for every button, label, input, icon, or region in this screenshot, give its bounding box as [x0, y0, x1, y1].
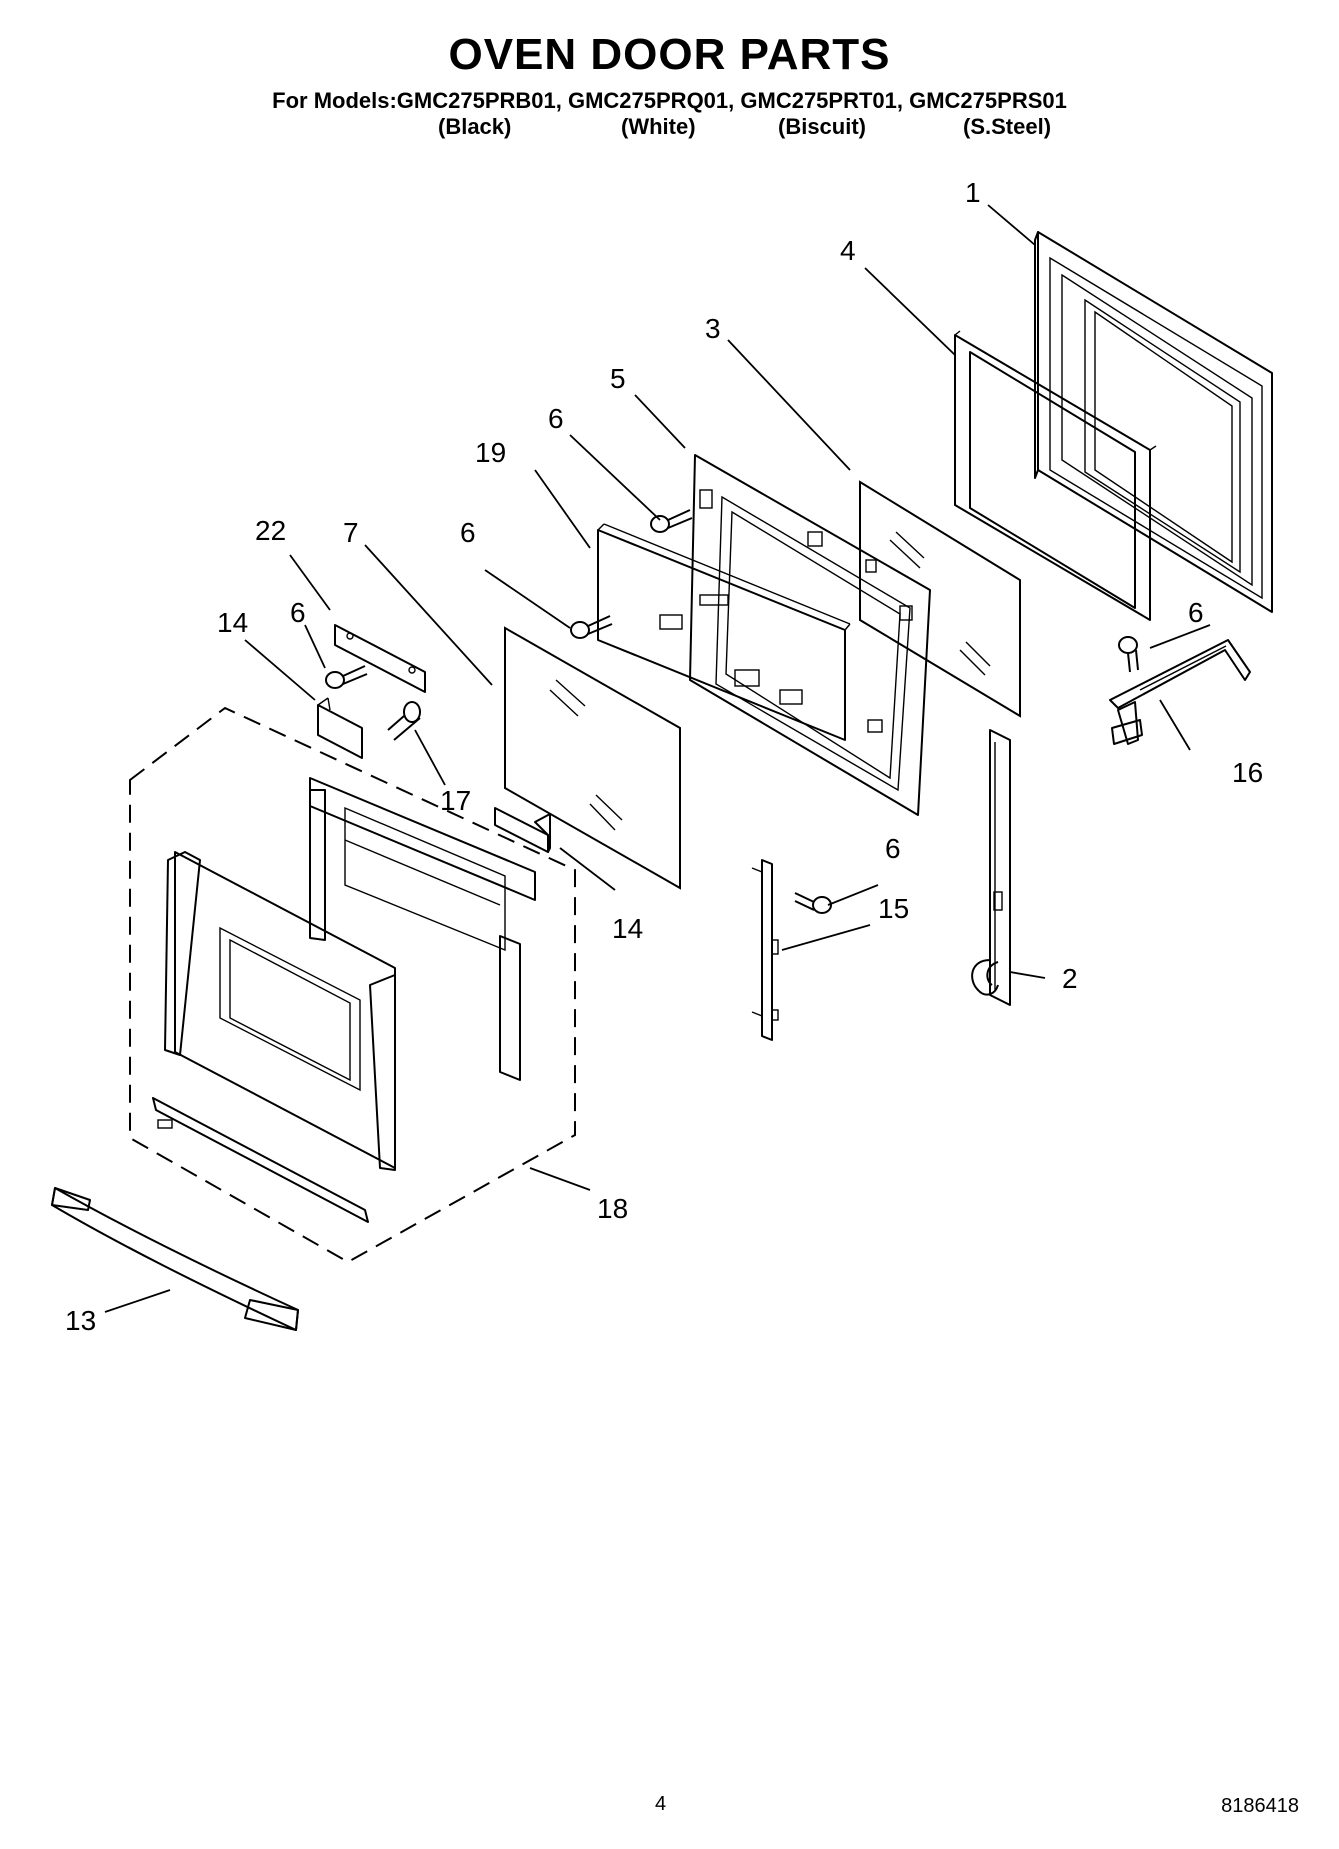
callout-16: 16: [1232, 757, 1263, 788]
callout-1: 1: [965, 177, 981, 208]
callout-6-b: 6: [460, 517, 476, 548]
page-number: 4: [655, 1793, 667, 1815]
part-7-window-glass: [504, 626, 681, 890]
callout-6-a: 6: [548, 403, 564, 434]
part-4-door-gasket-frame: [954, 330, 1157, 621]
part-16-support-bracket: [1109, 639, 1251, 745]
model-numbers: For Models:GMC275PRB01, GMC275PRQ01, GMC…: [272, 88, 1067, 113]
part-17-screw: [387, 701, 421, 741]
color-white: (White): [621, 114, 696, 139]
part-5-door-liner: [689, 454, 931, 816]
callout-labels: 1 2 3 4 5 6 6 6 6 6 7 13 14 14 15 16 17 …: [65, 177, 1263, 1336]
callout-6-e: 6: [885, 833, 901, 864]
part-19-heat-baffle: [597, 523, 851, 741]
color-biscuit: (Biscuit): [778, 114, 866, 139]
callout-22: 22: [255, 515, 286, 546]
color-stainless: (S.Steel): [963, 114, 1052, 139]
part-18-door-assembly: [129, 706, 576, 1264]
part-6-screw-a: [650, 509, 693, 533]
part-22-hinge-plate: [334, 624, 426, 693]
callout-18: 18: [597, 1193, 628, 1224]
part-1-outer-door-panel: [1034, 231, 1273, 613]
callout-17: 17: [440, 785, 471, 816]
document-number: 8186418: [1221, 1795, 1299, 1817]
part-6-screw-d: [1118, 636, 1139, 673]
page-title: OVEN DOOR PARTS: [448, 30, 891, 79]
callout-15: 15: [878, 893, 909, 924]
part-3-inner-glass: [859, 480, 1021, 718]
callout-6-d: 6: [1188, 597, 1204, 628]
part-2-door-hinge: [971, 729, 1011, 1006]
part-6-screw-e: [794, 892, 832, 914]
callout-5: 5: [610, 363, 626, 394]
callout-19: 19: [475, 437, 506, 468]
part-13-door-handle: [51, 1187, 299, 1331]
callout-14-b: 14: [612, 913, 643, 944]
part-15-hinge-strip: [751, 859, 779, 1041]
part-6-screw-c: [325, 665, 368, 689]
color-black: (Black): [438, 114, 512, 139]
part-6-screw-b: [570, 615, 613, 639]
part-14-upper-bracket: [317, 697, 363, 759]
callout-14-a: 14: [217, 607, 248, 638]
callout-6-c: 6: [290, 597, 306, 628]
callout-4: 4: [840, 235, 856, 266]
callout-7: 7: [343, 517, 359, 548]
callout-2: 2: [1062, 963, 1078, 994]
leader-lines: [104, 204, 1211, 1313]
callout-3: 3: [705, 313, 721, 344]
callout-13: 13: [65, 1305, 96, 1336]
part-14-lower-bracket: [494, 807, 551, 853]
